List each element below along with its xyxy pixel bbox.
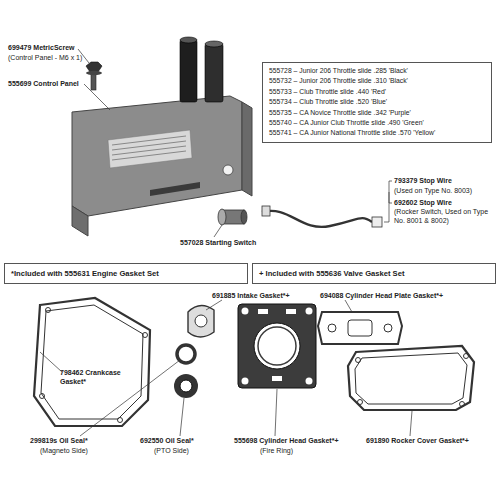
part-label: 691885 Intake Gasket*+ bbox=[212, 291, 290, 300]
rocker-cover-gasket bbox=[348, 346, 474, 410]
kit-note-box: *Included with 555631 Engine Gasket Set bbox=[4, 263, 248, 284]
part-note: (Magneto Side) bbox=[40, 446, 88, 455]
part-label: 555698 Cylinder Head Gasket*+ bbox=[234, 436, 338, 445]
metric-screw bbox=[86, 62, 102, 90]
parts-list-box: 555728 – Junior 206 Throttle slide .285 … bbox=[262, 62, 492, 143]
part-label: 691890 Rocker Cover Gasket*+ bbox=[366, 436, 469, 445]
part-label: 555699 Control Panel bbox=[8, 79, 79, 88]
head-plate-gasket bbox=[318, 312, 402, 344]
parts-list-entry: 555728 – Junior 206 Throttle slide .285 … bbox=[269, 66, 485, 76]
part-label: 694088 Cylinder Head Plate Gasket*+ bbox=[320, 291, 443, 300]
part-note: (Used on Type No. 8003) bbox=[394, 186, 472, 195]
kit-note: + Included with 555636 Valve Gasket Set bbox=[259, 268, 489, 279]
part-label: 793379 Stop Wire bbox=[394, 176, 452, 185]
part-note: (PTO Side) bbox=[154, 446, 189, 455]
stop-wire bbox=[262, 181, 392, 227]
cylinder-head-gasket bbox=[238, 304, 316, 388]
starting-switch bbox=[218, 209, 247, 225]
parts-list-entry: 555732 – Junior 206 Throttle slide .310 … bbox=[269, 76, 485, 86]
part-note: (Rocker Switch, Used on Type No. 8001 & … bbox=[394, 207, 496, 225]
part-note: (Fire Ring) bbox=[260, 446, 293, 455]
parts-list-entry: 555740 – CA Junior Club Throttle slide .… bbox=[269, 118, 485, 128]
part-label: 692602 Stop Wire bbox=[394, 198, 452, 207]
parts-list-entry: 555741 – CA Junior National Throttle sli… bbox=[269, 128, 485, 138]
control-panel bbox=[72, 96, 252, 236]
parts-list-entry: 555733 – Club Throttle slide .440 'Red' bbox=[269, 87, 485, 97]
part-label: 299819s Oil Seal* bbox=[30, 436, 88, 445]
kit-note: *Included with 555631 Engine Gasket Set bbox=[11, 268, 241, 279]
crankcase-gasket bbox=[34, 298, 150, 426]
throttle-slides bbox=[180, 37, 223, 102]
oil-seals bbox=[174, 345, 198, 398]
part-note: (Control Panel - M6 x 1) bbox=[8, 53, 82, 62]
parts-list-entry: 555734 – Club Throttle slide .520 'Blue' bbox=[269, 97, 485, 107]
kit-note-box: + Included with 555636 Valve Gasket Set bbox=[252, 263, 496, 284]
part-label: 798462 Crankcase Gasket* bbox=[60, 368, 132, 386]
parts-list-entry: 555735 – CA Novice Throttle slide .342 '… bbox=[269, 108, 485, 118]
part-label: 692550 Oil Seal* bbox=[140, 436, 194, 445]
part-label: 699479 MetricScrew bbox=[8, 43, 75, 52]
part-label: 557028 Starting Switch bbox=[180, 238, 256, 247]
intake-gasket bbox=[188, 305, 214, 337]
